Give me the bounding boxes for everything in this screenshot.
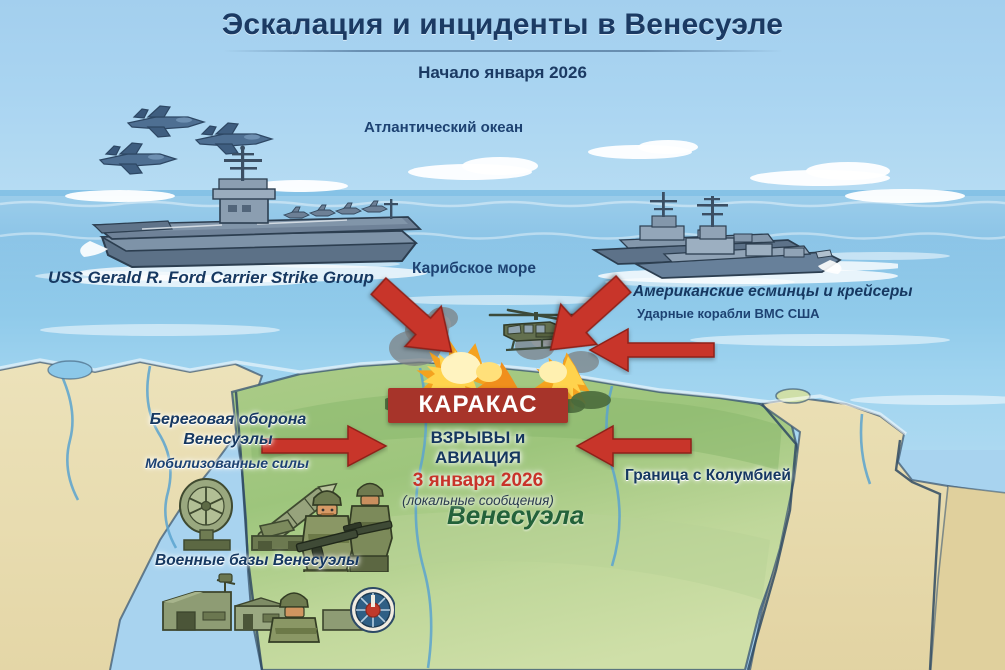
red-arrow-icon bbox=[261, 424, 388, 468]
caracas-date-label: 3 января 2026 bbox=[412, 470, 544, 491]
radar-emblem-icon bbox=[350, 587, 395, 633]
title-divider bbox=[222, 50, 783, 52]
fighter-jet-icon bbox=[98, 105, 275, 175]
coastal-defense-sublabel: Мобилизованные силы bbox=[145, 455, 309, 471]
destroyer-ship-icon bbox=[591, 192, 898, 284]
caracas-incident-callout: КАРАКАС ВЗРЫВЫ и АВИАЦИЯ 3 января 2026 (… bbox=[388, 388, 568, 508]
red-arrow-icon bbox=[588, 327, 715, 373]
caracas-city-banner: КАРАКАС bbox=[388, 388, 568, 423]
mobilized-forces-group bbox=[179, 478, 393, 572]
aircraft-carrier-icon bbox=[72, 145, 427, 287]
caracas-source-note: (локальные сообщения) bbox=[402, 493, 554, 508]
coastal-defense-label: Береговая оборона Венесуэлы bbox=[118, 410, 338, 449]
military-bases-label: Военные базы Венесуэлы bbox=[155, 552, 360, 569]
political-borders bbox=[234, 391, 942, 670]
highland-shading bbox=[250, 391, 782, 470]
caribbean-sea-label: Карибское море bbox=[412, 260, 537, 277]
coastal-defense-line-2: Венесуэлы bbox=[183, 430, 273, 448]
us-destroyers-label: Американские есминцы и крейсеры bbox=[633, 283, 913, 300]
colombia-landmass bbox=[0, 360, 264, 670]
clouds bbox=[65, 140, 965, 203]
page-subtitle: Начало января 2026 bbox=[418, 63, 587, 82]
us-destroyers-sublabel: Ударные корабли ВМС США bbox=[637, 306, 820, 321]
soldier-icon bbox=[295, 490, 362, 572]
venezuela-country-label: Венесуэла bbox=[447, 500, 585, 530]
atlantic-ocean-label: Атлантический океан bbox=[364, 119, 524, 136]
caracas-event-label: ВЗРЫВЫ и АВИАЦИЯ bbox=[430, 428, 526, 467]
title-block: Эскалация и инциденты в Венесуэле Начало… bbox=[0, 8, 1005, 83]
page-title: Эскалация и инциденты в Венесуэле bbox=[221, 8, 784, 41]
military-base-icon bbox=[162, 573, 395, 643]
colombia-border-label: Граница с Колумбией bbox=[625, 467, 791, 484]
red-arrow-icon bbox=[370, 276, 453, 353]
red-arrow-icon bbox=[575, 424, 692, 468]
radar-dish-icon bbox=[179, 478, 233, 551]
lake bbox=[47, 360, 93, 380]
carrier-strike-group-label: USS Gerald R. Ford Carrier Strike Group bbox=[48, 268, 374, 287]
red-arrow-icon bbox=[549, 274, 632, 351]
eastern-landmass bbox=[929, 485, 1005, 670]
coastal-defense-line-1: Береговая оборона bbox=[149, 411, 307, 428]
